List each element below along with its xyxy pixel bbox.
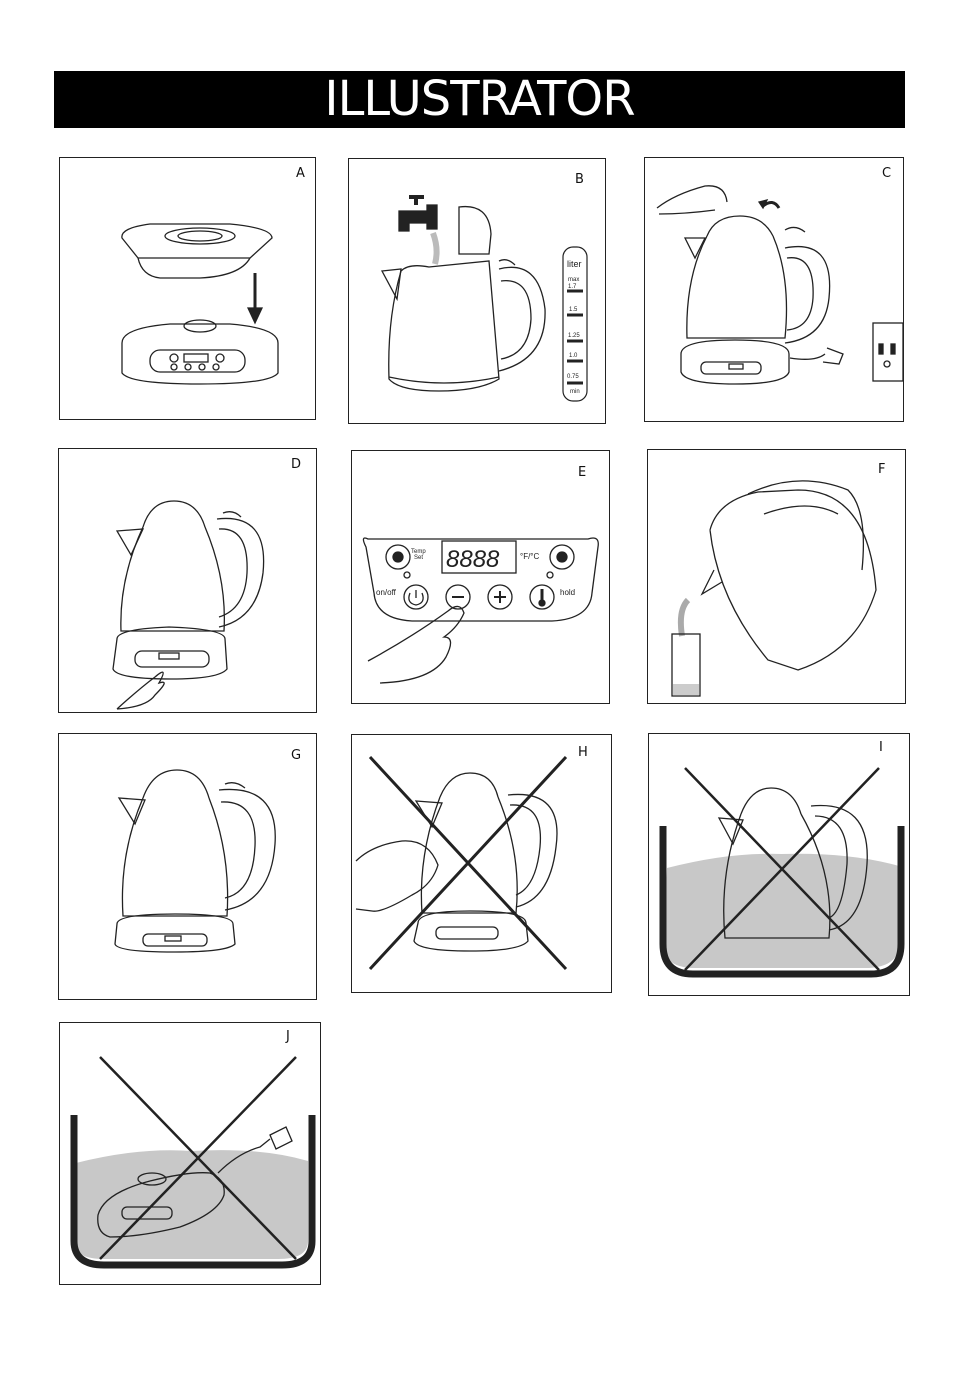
panel-label: F [878,462,886,477]
panel-g: G [58,733,317,1000]
panel-label: E [578,465,587,480]
panel-c: C [644,157,904,422]
panel-label: J [286,1029,290,1044]
kettle-on-base-illustration [114,769,276,953]
panel-i: I [648,733,910,996]
panel-a: A [59,157,316,420]
panel-e: E Temp Set 8888 °F/°C on/off hold [351,450,610,704]
control-panel-closeup-illustration: Temp Set 8888 °F/°C on/off hold [362,537,599,684]
panel-b: B liter max 1.7 1.5 1.25 1.0 0.75 min [348,158,606,424]
do-not-immerse-kettle-illustration [659,767,905,978]
scale-mark: 1.0 [569,353,578,359]
panel-label: G [291,748,302,763]
scale-max: max [568,277,579,283]
temp-set-label: Temp [411,549,426,555]
hold-label: hold [560,588,575,597]
panel-label: D [291,457,302,472]
panel-h: H [351,734,612,993]
scale-mark: 0.75 [567,374,579,380]
lcd-display: 8888 [446,546,500,573]
on-off-label: on/off [376,588,397,597]
panel-label: I [879,740,883,755]
scale-mark: 1.25 [568,333,580,339]
panel-label: B [575,172,584,187]
panel-label: A [296,166,305,181]
panel-label: C [882,166,892,181]
do-not-immerse-base-illustration [70,1056,316,1269]
page-title: ILLUSTRATOR [54,71,905,128]
close-lid-plug-in-illustration [656,185,903,385]
scale-mark: 1.5 [569,307,578,313]
scale-mark: 1.7 [568,284,577,290]
unit-label: °F/°C [520,552,540,561]
panel-d: D [58,448,317,713]
scale-min: min [570,389,580,395]
do-not-touch-illustration [355,755,568,971]
press-power-button-illustration [112,500,265,710]
water-level-scale: liter max 1.7 1.5 1.25 1.0 0.75 min [562,246,588,402]
scale-unit: liter [567,259,582,269]
pouring-kettle-illustration [671,480,877,697]
filling-kettle-illustration [380,195,546,392]
panel-j: J [59,1022,321,1285]
panel-f: F [647,449,906,704]
temp-set-label: Set [414,555,423,561]
kettle-base-assembly-illustration [121,223,279,385]
panel-label: H [578,745,588,760]
